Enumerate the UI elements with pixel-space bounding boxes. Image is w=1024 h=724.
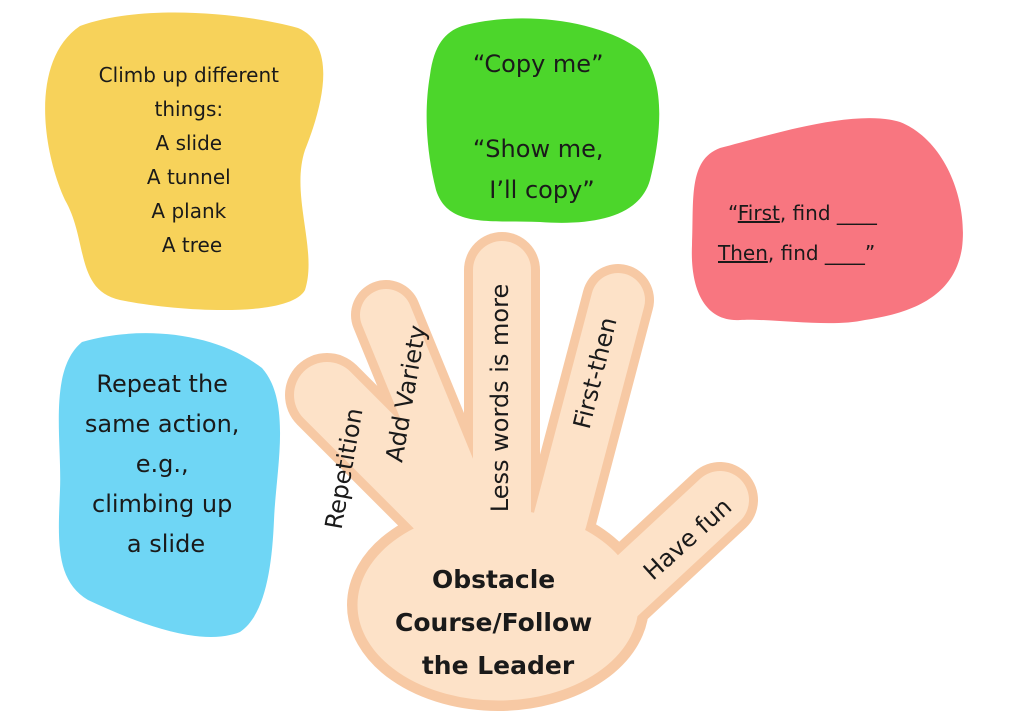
palm-title-line-1: Obstacle xyxy=(432,565,555,594)
copy-line-1: “Copy me” xyxy=(473,50,604,78)
first-then-blob-shape xyxy=(691,118,963,324)
copy-line-3: I’ll copy” xyxy=(489,176,594,204)
repeat-blob-text: Repeat the same action, e.g., climbing u… xyxy=(85,370,247,558)
first-then-blob: “First, find ____ Then, find ____” xyxy=(691,118,963,324)
middle-label: Less words is more xyxy=(486,284,514,512)
repeat-line-2: same action, xyxy=(85,410,240,438)
copy-line-2: “Show me, xyxy=(473,135,604,163)
then-word: Then xyxy=(717,241,768,265)
climb-blob-text: Climb up different things: A slide A tun… xyxy=(99,63,286,257)
copy-blob-text: “Copy me” “Show me, I’ll copy” xyxy=(473,50,611,204)
first-word: First xyxy=(738,201,780,225)
climb-line-4: A tunnel xyxy=(147,165,231,189)
climb-line-2: things: xyxy=(155,97,224,121)
repeat-blob: Repeat the same action, e.g., climbing u… xyxy=(58,333,281,637)
climb-blob-shape xyxy=(45,12,324,311)
first-then-line-1: “First, find ____ xyxy=(728,201,878,225)
hand-fill xyxy=(294,241,749,701)
repeat-blob-shape xyxy=(58,333,281,637)
palm-title-line-2: Course/Follow xyxy=(395,608,592,637)
hand: Repetition Add Variety Less words is mor… xyxy=(285,232,758,711)
copy-blob-shape xyxy=(426,18,660,223)
climb-line-1: Climb up different xyxy=(99,63,279,87)
repeat-line-3: e.g., xyxy=(136,450,189,478)
first-then-line-2: Then, find ____” xyxy=(717,241,875,265)
climb-line-3: A slide xyxy=(156,131,223,155)
repeat-line-1: Repeat the xyxy=(96,370,228,398)
repeat-line-4: climbing up xyxy=(92,490,232,518)
climb-line-5: A plank xyxy=(151,199,226,223)
palm-title-line-3: the Leader xyxy=(422,651,575,680)
copy-blob: “Copy me” “Show me, I’ll copy” xyxy=(426,18,660,223)
repeat-line-5: a slide xyxy=(127,530,205,558)
palm-title: Obstacle Course/Follow the Leader xyxy=(395,565,601,680)
climb-line-6: A tree xyxy=(162,233,222,257)
climb-blob: Climb up different things: A slide A tun… xyxy=(45,12,324,311)
